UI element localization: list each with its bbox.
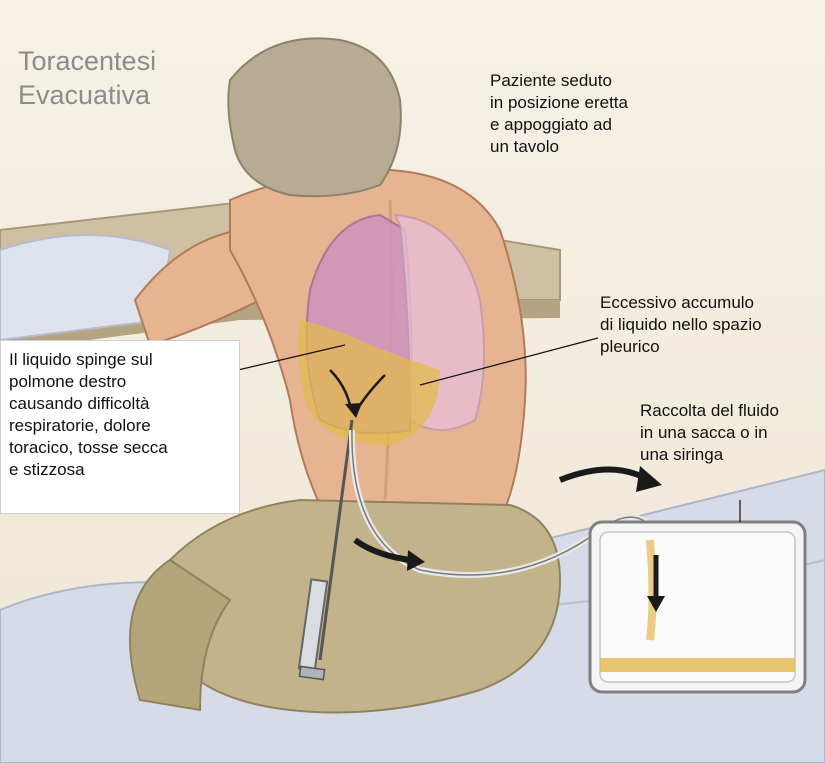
label-patient-position: Paziente seduto in posizione eretta e ap…	[490, 70, 690, 158]
bag-fluid-stream	[650, 540, 653, 640]
pants	[170, 500, 560, 713]
label-fluid-accumulation: Eccessivo accumulo di liquido nello spaz…	[600, 292, 815, 358]
head-hair	[228, 38, 401, 196]
flow-arrow-upper	[560, 469, 645, 480]
flow-arrowhead-upper	[636, 466, 662, 492]
label-lung-pressure-box: Il liquido spinge sul polmone destro cau…	[0, 340, 240, 514]
label-collection: Raccolta del fluido in una sacca o in un…	[640, 400, 820, 466]
label-lung-pressure: Il liquido spinge sul polmone destro cau…	[9, 349, 234, 481]
diagram-title: Toracentesi Evacuativa	[18, 44, 156, 112]
bag-fluid-level	[600, 658, 795, 672]
